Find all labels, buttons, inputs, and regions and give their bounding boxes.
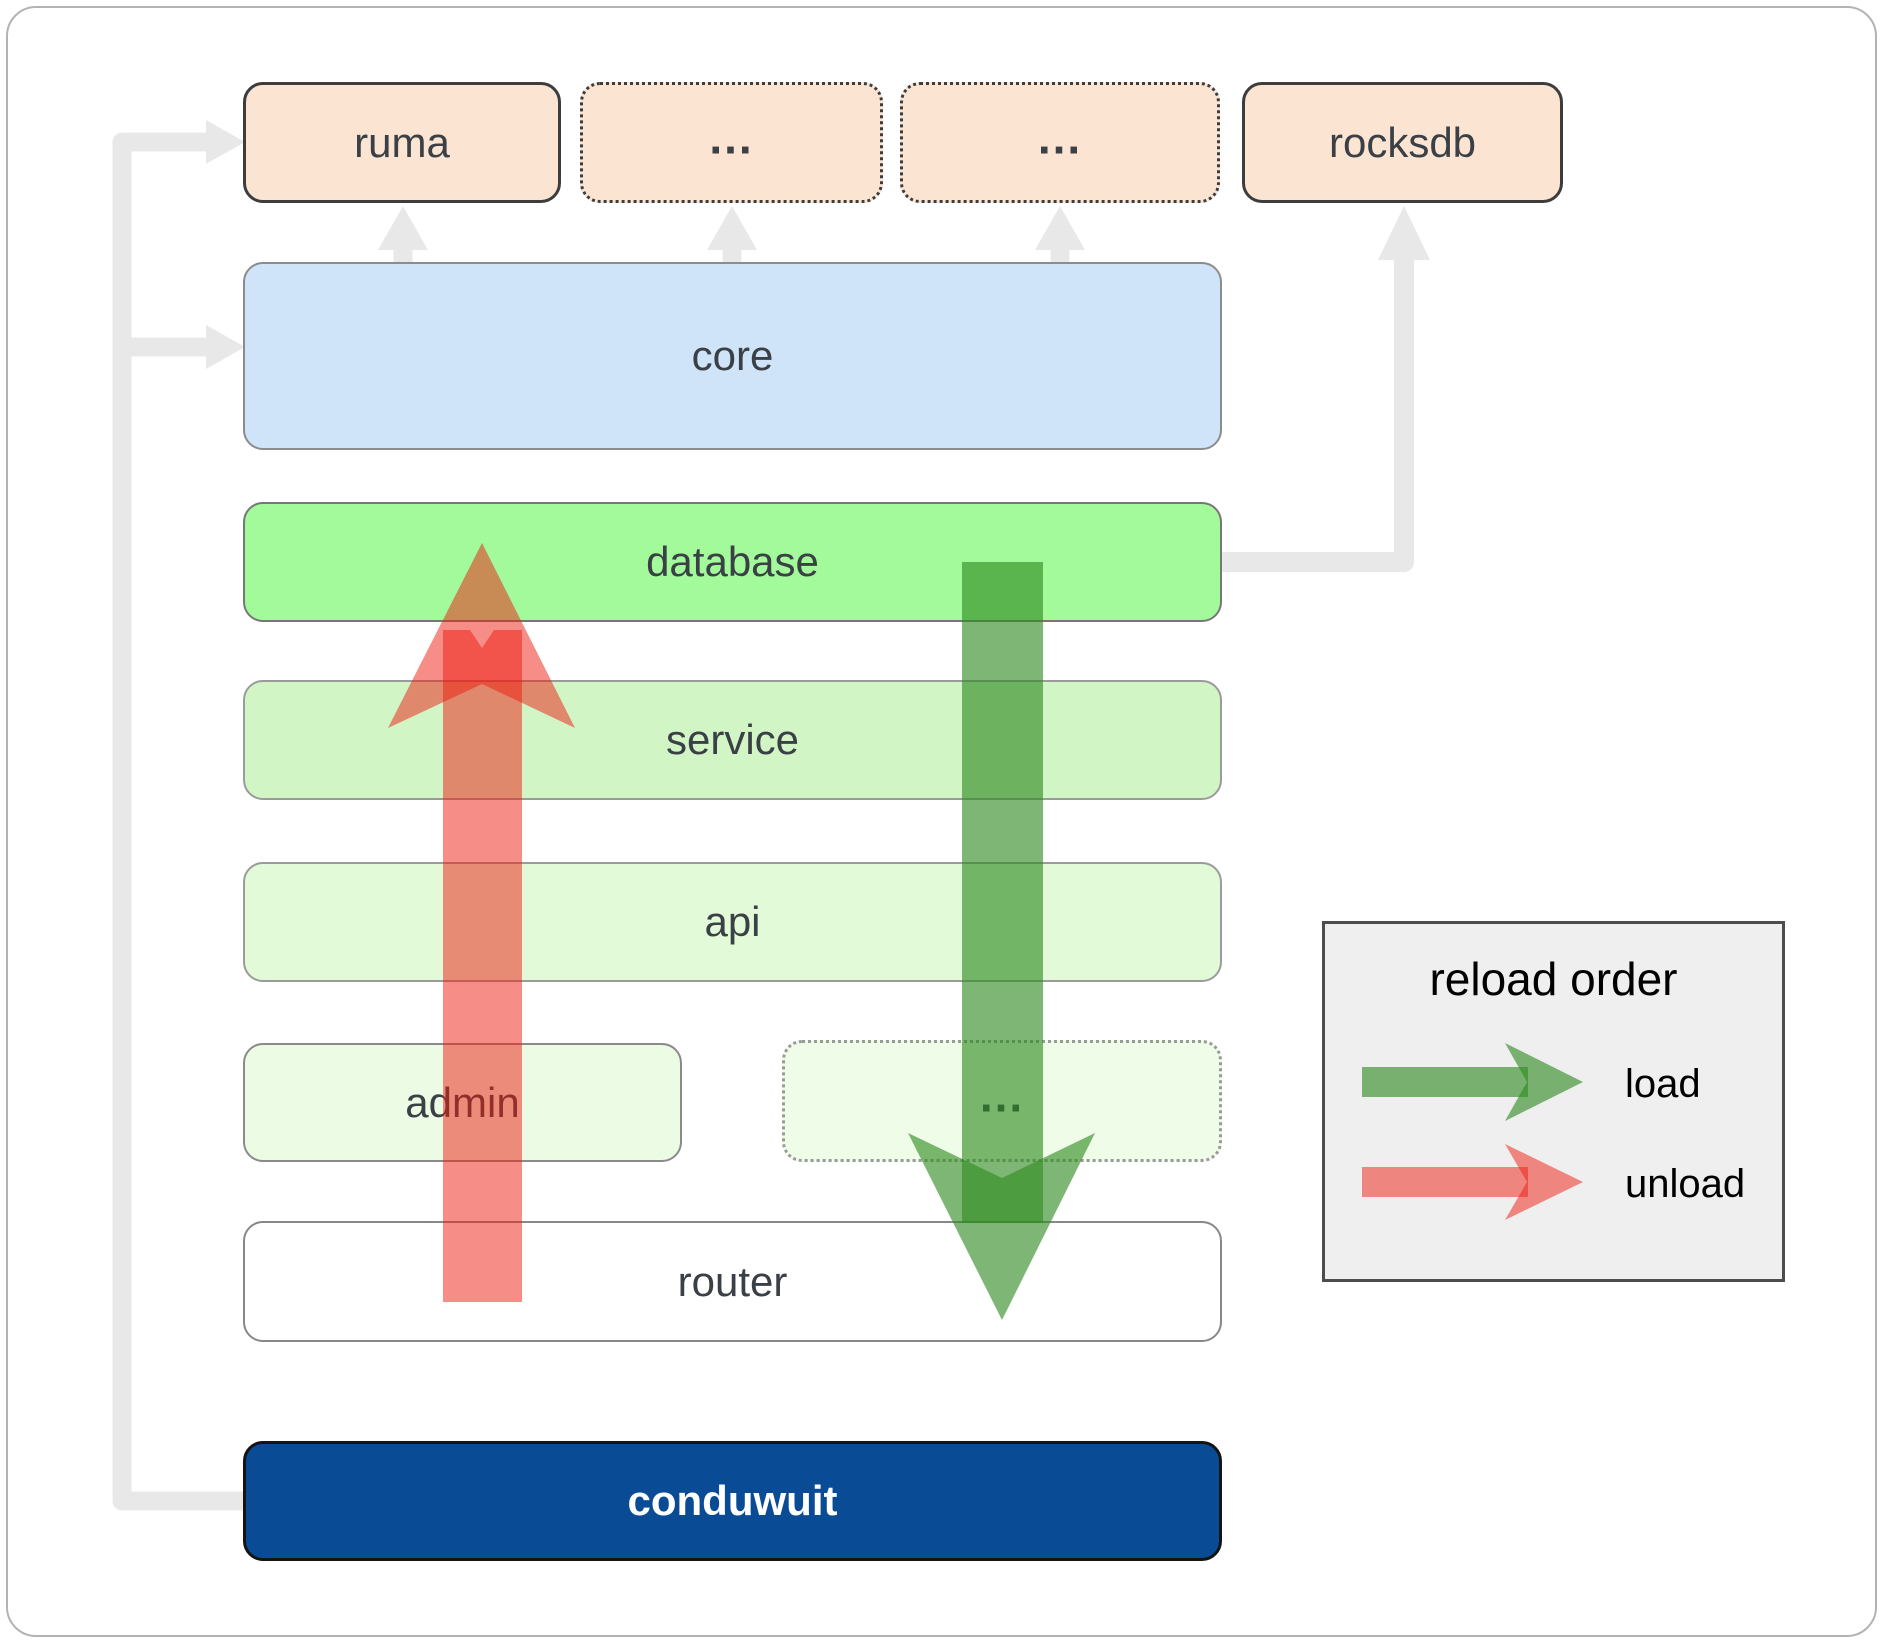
node-rocksdb-label: rocksdb xyxy=(1328,118,1477,166)
node-conduwuit: conduwuit xyxy=(243,1441,1222,1561)
node-ellipsis-top-right-label: ... xyxy=(1037,111,1083,164)
node-ruma: ruma xyxy=(243,82,561,203)
node-admin-label: admin xyxy=(405,1078,520,1126)
node-ruma-label: ruma xyxy=(354,118,450,166)
legend-unload-label: unload xyxy=(1625,1162,1746,1206)
node-router-label: router xyxy=(677,1257,788,1305)
outer-frame xyxy=(6,6,1877,1637)
node-router: router xyxy=(243,1221,1222,1342)
node-ellipsis-admin-row: ... xyxy=(782,1040,1222,1162)
node-rocksdb: rocksdb xyxy=(1242,82,1563,203)
node-ellipsis-top-right: ... xyxy=(900,82,1220,203)
node-service-label: service xyxy=(665,716,800,763)
node-api-label: api xyxy=(704,898,761,945)
node-ellipsis-top-left: ... xyxy=(580,82,883,203)
node-core-label: core xyxy=(691,332,774,379)
legend: reload order load unload xyxy=(1322,921,1785,1282)
node-core: core xyxy=(243,262,1222,450)
node-service: service xyxy=(243,680,1222,800)
node-ellipsis-admin-row-label: ... xyxy=(979,1069,1025,1122)
node-database-label: database xyxy=(646,538,819,585)
legend-title: reload order xyxy=(1429,953,1678,1005)
node-api: api xyxy=(243,862,1222,982)
node-conduwuit-label: conduwuit xyxy=(627,1477,838,1524)
legend-load-label: load xyxy=(1625,1062,1701,1106)
node-ellipsis-top-left-label: ... xyxy=(709,111,754,164)
node-admin: admin xyxy=(243,1043,682,1162)
node-database: database xyxy=(243,502,1222,622)
